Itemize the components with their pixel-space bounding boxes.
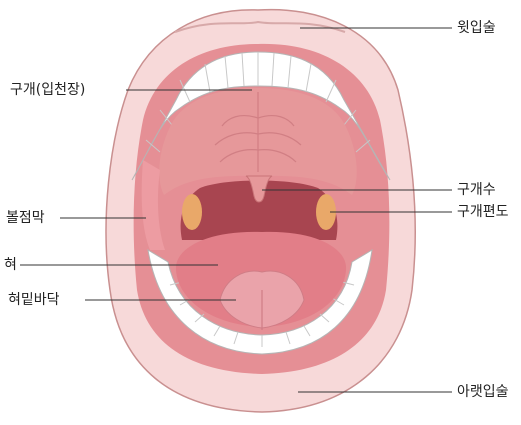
- label-buccal-mucosa: 볼점막: [6, 210, 45, 226]
- label-upper-lip: 윗입술: [457, 20, 496, 36]
- label-palate: 구개(입천장): [10, 82, 85, 98]
- tonsil-left: [182, 194, 202, 230]
- label-tongue: 혀: [4, 257, 17, 273]
- label-uvula: 구개수: [457, 182, 496, 198]
- label-tonsil: 구개편도: [457, 204, 509, 220]
- label-lower-lip: 아랫입술: [457, 384, 509, 400]
- label-floor-of-mouth: 혀밑바닥: [8, 292, 60, 308]
